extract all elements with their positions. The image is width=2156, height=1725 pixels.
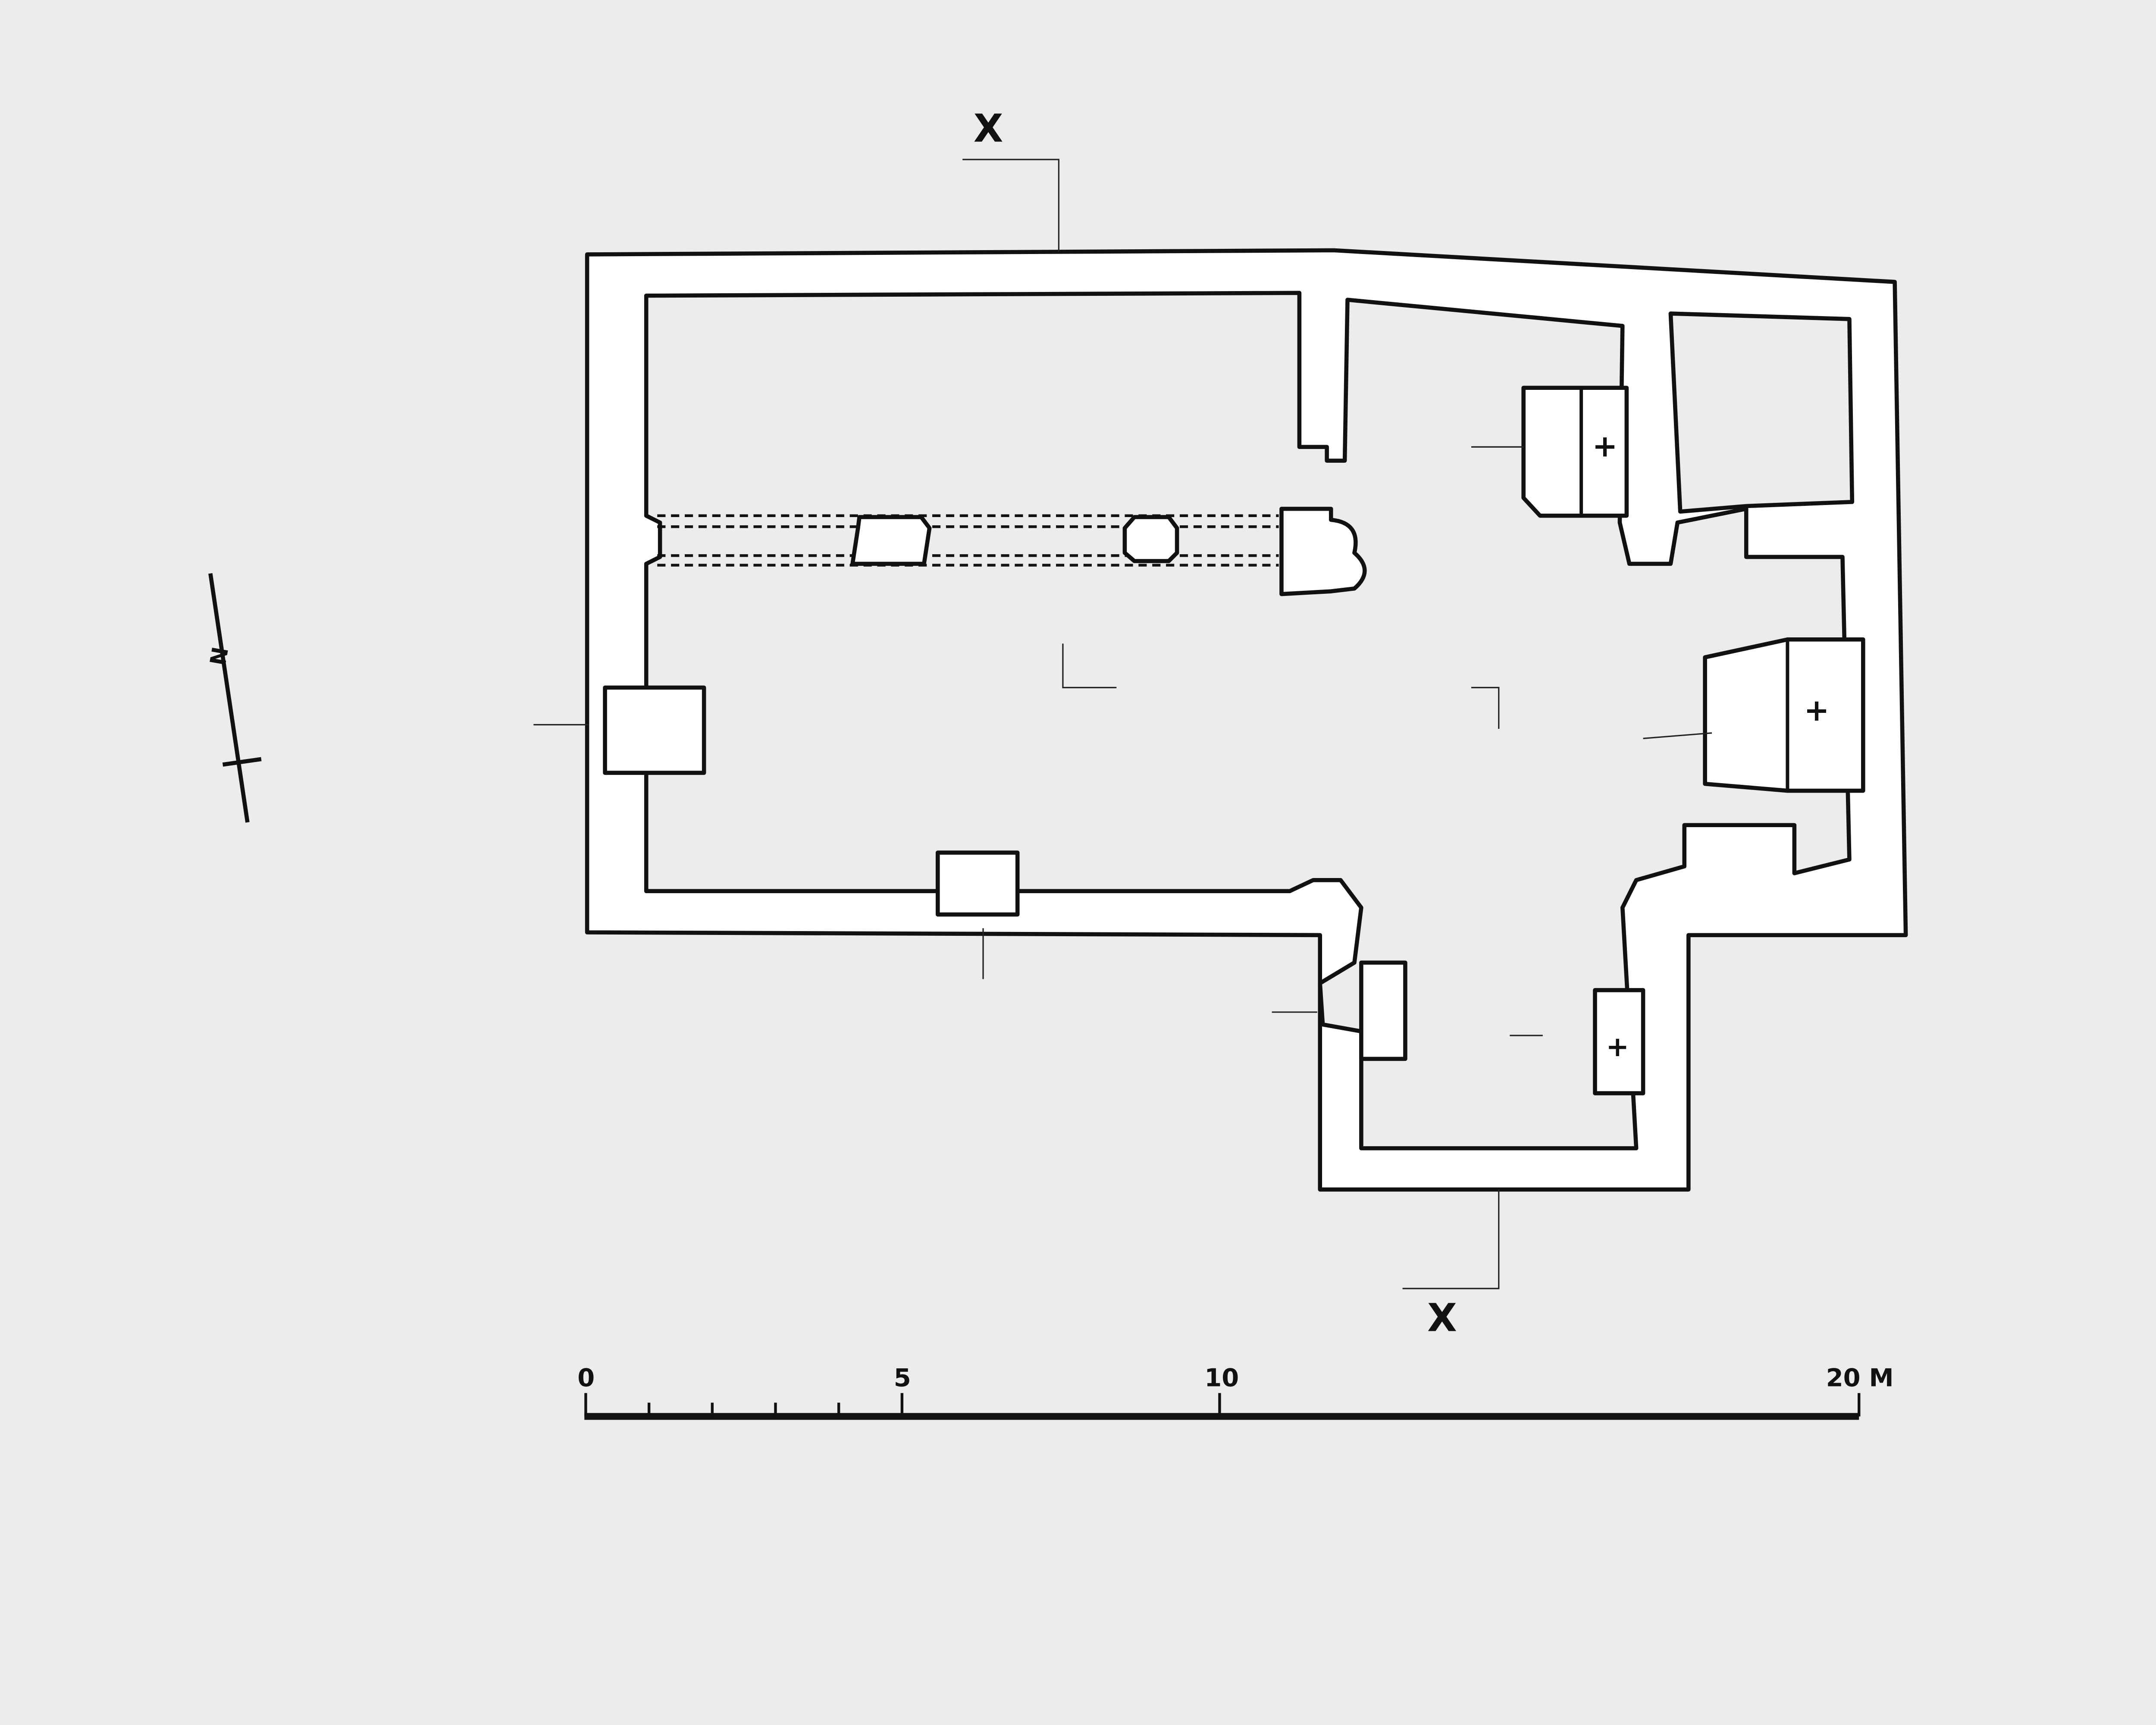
scale-label-10: 10 xyxy=(1204,1363,1239,1392)
altar-north: + xyxy=(1521,386,1629,518)
crossing-marker xyxy=(1471,687,1500,729)
church-plan-svg: + + + X X N 0 5 xyxy=(206,106,1908,1420)
svg-text:+: + xyxy=(1592,429,1618,464)
svg-text:X: X xyxy=(974,106,1003,151)
svg-text:N: N xyxy=(206,645,234,668)
scale-bar: 0 5 10 20 M xyxy=(577,1363,1894,1420)
crossing-marker xyxy=(1062,643,1117,688)
scale-label-0: 0 xyxy=(577,1363,595,1392)
scale-label-20: 20 M xyxy=(1826,1363,1894,1392)
south-porch xyxy=(935,850,1020,917)
svg-text:+: + xyxy=(1606,1031,1629,1063)
pier-2 xyxy=(1122,515,1179,563)
section-line-bottom: X xyxy=(1402,1189,1500,1341)
altar-south: + xyxy=(1593,988,1645,1095)
arcade-lines xyxy=(657,514,1279,567)
entry-arrows xyxy=(533,446,1712,1036)
west-door xyxy=(603,685,706,775)
floor-plan-drawing: + + + X X N 0 5 xyxy=(205,106,1908,1420)
scale-label-5: 5 xyxy=(894,1363,911,1392)
pier-1 xyxy=(850,515,932,566)
respond-pier xyxy=(1279,507,1367,596)
altar-main: + xyxy=(1703,637,1865,793)
south-chapel-door xyxy=(1359,960,1407,1061)
section-line-top: X xyxy=(962,106,1059,252)
north-chapel-interior xyxy=(1668,311,1855,514)
north-arrow-icon: N xyxy=(206,573,262,823)
svg-text:+: + xyxy=(1804,693,1830,728)
svg-text:X: X xyxy=(1427,1296,1457,1341)
